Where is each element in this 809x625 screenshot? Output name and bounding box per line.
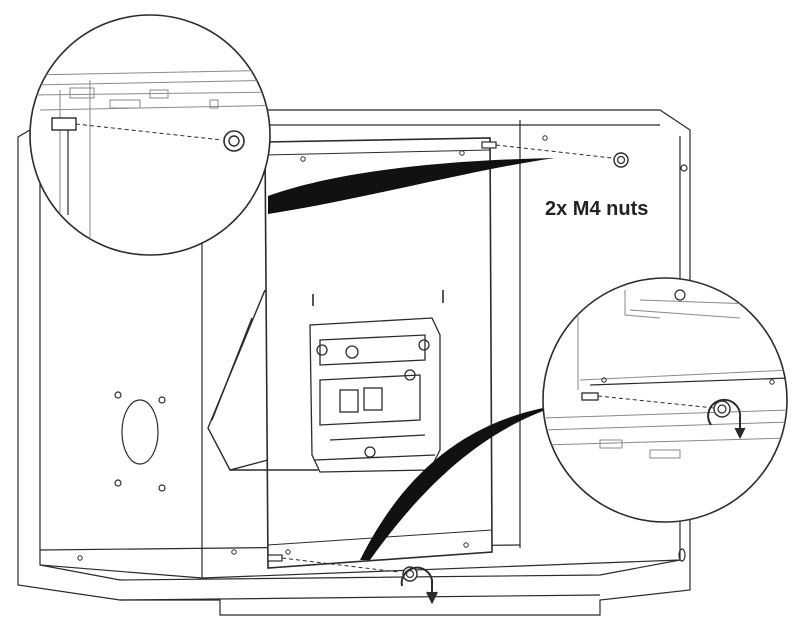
bottom-stud-dashed-path <box>267 554 399 573</box>
m4-nut-icon <box>613 152 629 168</box>
rail-holes <box>77 135 548 561</box>
tilted-panel <box>207 289 318 471</box>
rotate-arrow-icon <box>400 566 438 605</box>
device-module <box>309 317 441 473</box>
zoom-detail-top-left <box>29 14 271 256</box>
callout-label: 2x M4 nuts <box>545 198 649 220</box>
leader-band-right <box>360 405 560 560</box>
top-stud-dashed-path <box>481 141 613 159</box>
side-holes <box>114 164 688 562</box>
leader-band-top <box>268 158 555 214</box>
zoom-detail-right <box>542 277 788 523</box>
